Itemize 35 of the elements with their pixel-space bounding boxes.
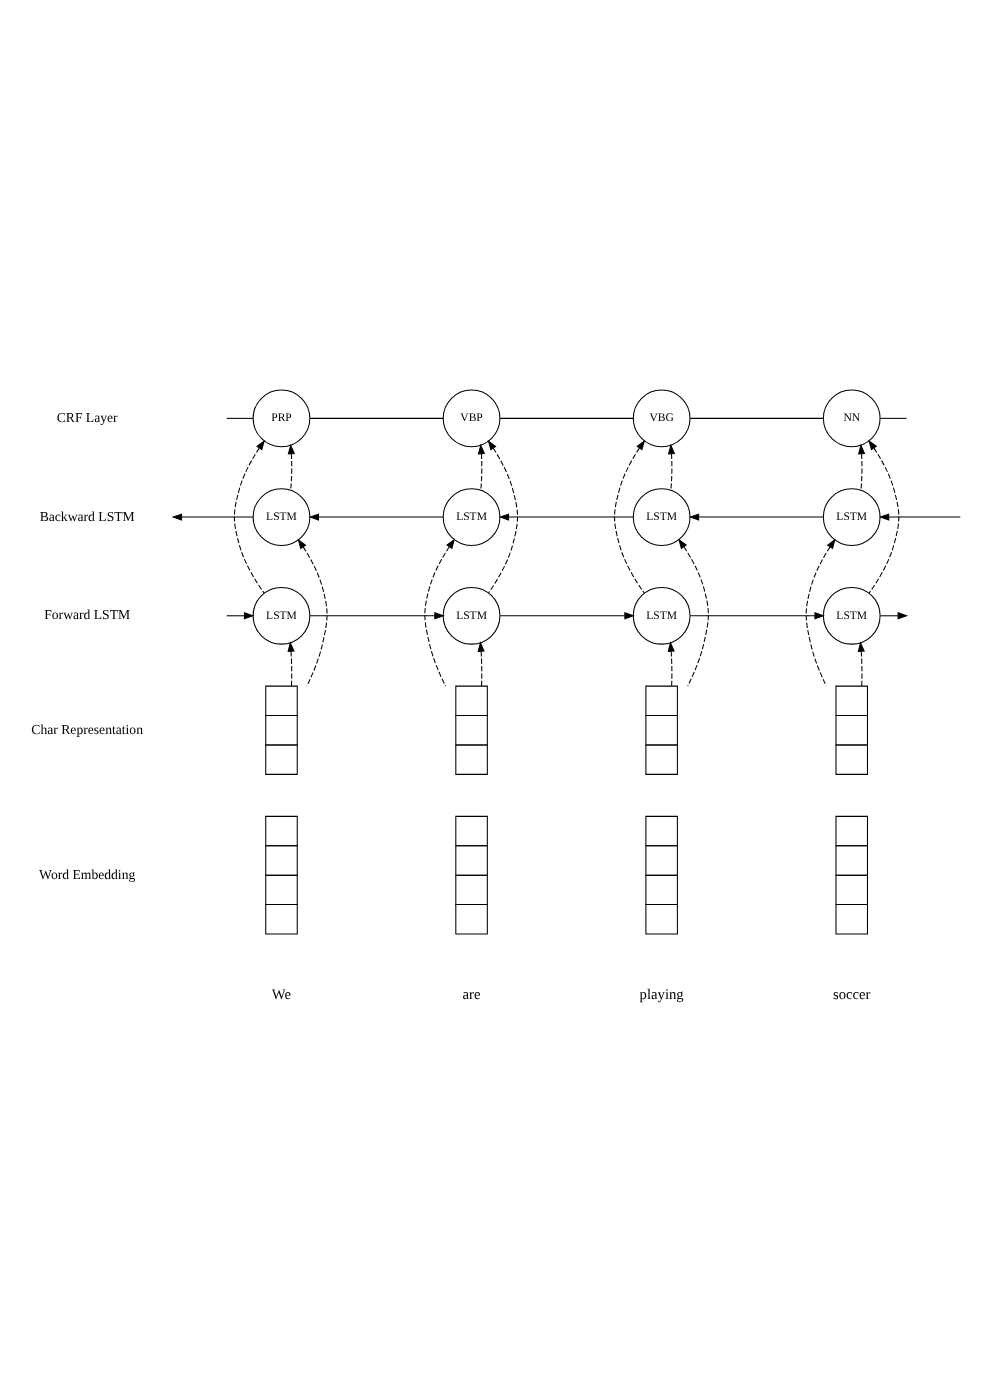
arrow <box>287 443 296 491</box>
arrow <box>614 439 646 594</box>
connector <box>689 417 824 419</box>
arrow <box>879 612 909 620</box>
arrow <box>171 513 254 521</box>
arrow <box>499 612 635 620</box>
arrow <box>689 612 825 620</box>
arrow <box>233 439 266 594</box>
arrow <box>477 443 486 491</box>
arrow <box>868 439 900 594</box>
arrow <box>226 612 255 620</box>
arrow <box>667 443 676 491</box>
arrow <box>857 443 866 491</box>
arrow <box>878 513 961 521</box>
arrow <box>308 513 444 521</box>
arrow <box>805 538 836 687</box>
arrow <box>287 641 295 687</box>
arrow <box>309 612 445 620</box>
arrow <box>487 439 519 594</box>
arrow <box>857 641 865 687</box>
connector <box>499 417 634 419</box>
connector <box>309 417 444 419</box>
connector <box>879 417 908 419</box>
connector <box>226 417 254 419</box>
node-label: playing <box>639 984 684 1003</box>
arrow <box>477 641 485 687</box>
arrow <box>688 513 824 521</box>
arrow <box>678 538 709 687</box>
node-label: soccer <box>832 984 871 1003</box>
arrow <box>297 538 328 687</box>
arrow <box>667 641 675 687</box>
node-label: are <box>462 984 481 1003</box>
arrow <box>424 538 456 687</box>
arrow <box>498 513 634 521</box>
node-label: We <box>271 984 292 1003</box>
